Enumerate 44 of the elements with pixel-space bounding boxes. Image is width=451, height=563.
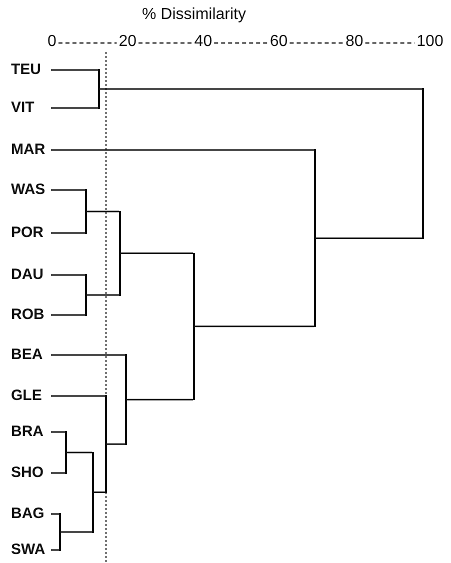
leaf-label: POR	[11, 223, 51, 243]
dendrogram-branch-line	[94, 492, 105, 493]
dendrogram-branch-line	[51, 513, 59, 515]
axis-title: % Dissimilarity	[142, 6, 246, 24]
axis-tick-label: 100	[416, 33, 444, 51]
axis-tick-label: 80	[346, 33, 364, 51]
leaf-label: DAU	[11, 265, 51, 285]
axis-tick-label: 0	[48, 33, 56, 51]
leaf-label: ROB	[11, 305, 51, 325]
dendrogram-branch-line	[127, 398, 193, 400]
dendrogram-branch-line	[61, 531, 92, 533]
leaf-label: BAG	[11, 504, 51, 524]
axis-tick-label: 60	[270, 33, 288, 51]
leaf-label: GLE	[11, 386, 51, 406]
dendrogram-branch-line	[51, 431, 65, 433]
dendrogram-branch-line	[51, 472, 65, 474]
leaf-label: MAR	[11, 140, 51, 160]
leaf-label: WAS	[11, 180, 51, 200]
dendrogram-branch-line	[87, 294, 119, 296]
leaf-label: BEA	[11, 345, 51, 365]
dendrogram-branch-line	[51, 354, 125, 356]
leaf-label: SHO	[11, 463, 51, 483]
dendrogram-branch-line	[51, 189, 85, 191]
leaf-label: BRA	[11, 422, 51, 442]
leaf-label: TEU	[11, 60, 51, 80]
dendrogram-branch-line	[51, 274, 85, 276]
dendrogram-branch-line	[51, 232, 85, 234]
dendrogram-branch-line	[316, 237, 422, 239]
axis-tick-label: 20	[118, 33, 136, 51]
dendrogram-branch-line	[51, 69, 98, 71]
dendrogram-branch-line	[195, 326, 314, 328]
dendrogram-branch-line	[67, 452, 92, 454]
dendrogram-branch-line	[100, 88, 422, 90]
dendrogram-branch-line	[121, 252, 193, 254]
dendrogram-branch-line	[107, 443, 125, 445]
dendrogram-branch-line	[87, 210, 119, 212]
axis-tick-label: 40	[194, 33, 212, 51]
dendrogram-branch-line	[51, 107, 98, 109]
dendrogram-branch-line	[51, 314, 85, 316]
dendrogram-branch-line	[51, 549, 59, 551]
dendrogram-branch-line	[51, 149, 314, 151]
leaf-label: VIT	[11, 98, 51, 118]
dendrogram-branch-line	[51, 395, 105, 397]
leaf-label: SWA	[11, 540, 51, 560]
